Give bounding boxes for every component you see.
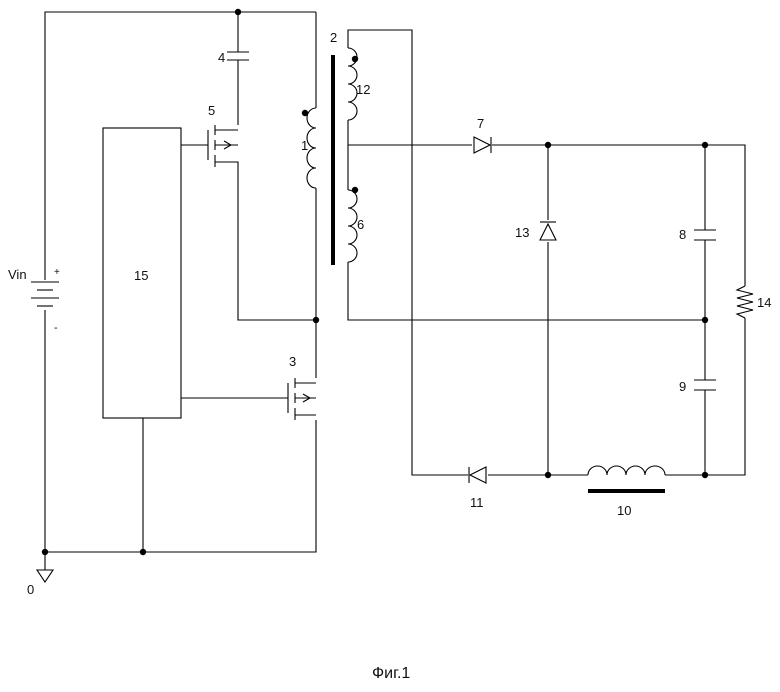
junction-dot (545, 472, 551, 478)
polarity-dot (352, 56, 358, 62)
primary-winding (307, 108, 316, 188)
transformer-label: 2 (330, 30, 337, 45)
mosfet5-label: 5 (208, 103, 215, 118)
inductor10-label: 10 (617, 503, 631, 518)
plus-label: + (54, 267, 60, 278)
cap8-label: 8 (679, 227, 686, 242)
winding-6 (348, 190, 357, 262)
output-top-wire (492, 145, 745, 286)
switch-node-wire (238, 172, 316, 320)
diode7-label: 7 (477, 116, 484, 131)
winding12-label: 12 (356, 82, 370, 97)
junction-dot (313, 317, 319, 323)
junction-dot (140, 549, 146, 555)
primary-label: 1 (301, 138, 308, 153)
resistor-14 (737, 286, 753, 318)
diode-7 (474, 137, 491, 153)
figure-caption: Фиг.1 (372, 665, 410, 682)
battery-symbol (31, 282, 59, 306)
ground-icon (37, 570, 53, 582)
mosfet-5 (208, 125, 238, 172)
winding6-label: 6 (357, 217, 364, 232)
diode-13 (540, 222, 556, 240)
junction-dot (42, 549, 48, 555)
capacitor-4 (227, 52, 249, 60)
diode-11 (469, 467, 486, 483)
diode11-label: 11 (470, 495, 484, 510)
junction-dot (702, 317, 708, 323)
cap9-label: 9 (679, 379, 686, 394)
ground-label: 0 (27, 582, 34, 597)
bottom-rail-wire (45, 420, 316, 552)
controller-label: 15 (134, 268, 148, 283)
junction-dot (545, 142, 551, 148)
wires (45, 12, 745, 570)
mosfet-3 (288, 378, 316, 420)
diode13-label: 13 (515, 225, 529, 240)
capacitor-8 (694, 230, 716, 240)
junction-dot (702, 142, 708, 148)
inductor-10 (588, 466, 665, 475)
vin-label: Vin (8, 267, 27, 282)
cap4-label: 4 (218, 50, 225, 65)
capacitor-9 (694, 380, 716, 390)
resistor14-label: 14 (757, 295, 771, 310)
mosfet3-label: 3 (289, 354, 296, 369)
junction-dot (235, 9, 241, 15)
polarity-dot (302, 110, 308, 116)
junction-dot (702, 472, 708, 478)
minus-label: - (54, 322, 58, 334)
polarity-dot (352, 187, 358, 193)
midpoint-wire (348, 262, 705, 320)
